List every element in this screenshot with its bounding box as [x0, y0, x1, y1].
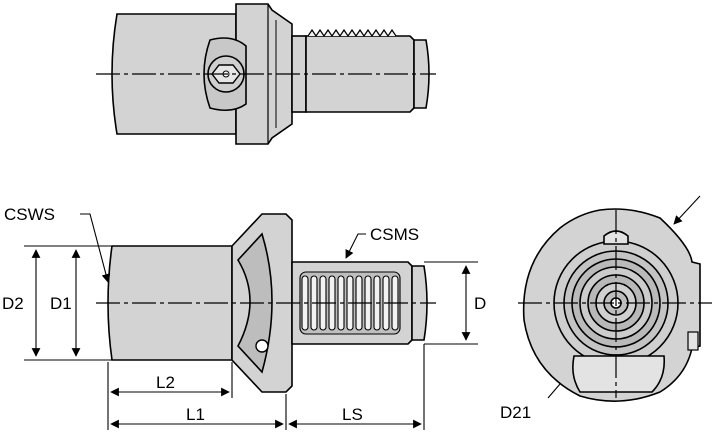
label-d1: D1	[50, 294, 72, 313]
label-ls: LS	[342, 405, 363, 424]
end-key-top	[603, 230, 629, 245]
side-screw-hole	[255, 339, 269, 353]
label-d2: D2	[2, 294, 24, 313]
top-thread	[307, 28, 397, 38]
end-flat	[687, 331, 699, 351]
label-d21: D21	[500, 403, 531, 422]
label-d: D	[474, 294, 486, 313]
side-shank-end	[411, 265, 428, 341]
label-l1: L1	[186, 405, 205, 424]
end-view	[522, 208, 701, 402]
dimension-lines	[24, 195, 701, 430]
label-csms: CSMS	[370, 225, 419, 244]
end-clamp-pocket	[572, 355, 666, 393]
label-l2: L2	[156, 373, 175, 392]
label-csws: CSWS	[4, 205, 55, 224]
